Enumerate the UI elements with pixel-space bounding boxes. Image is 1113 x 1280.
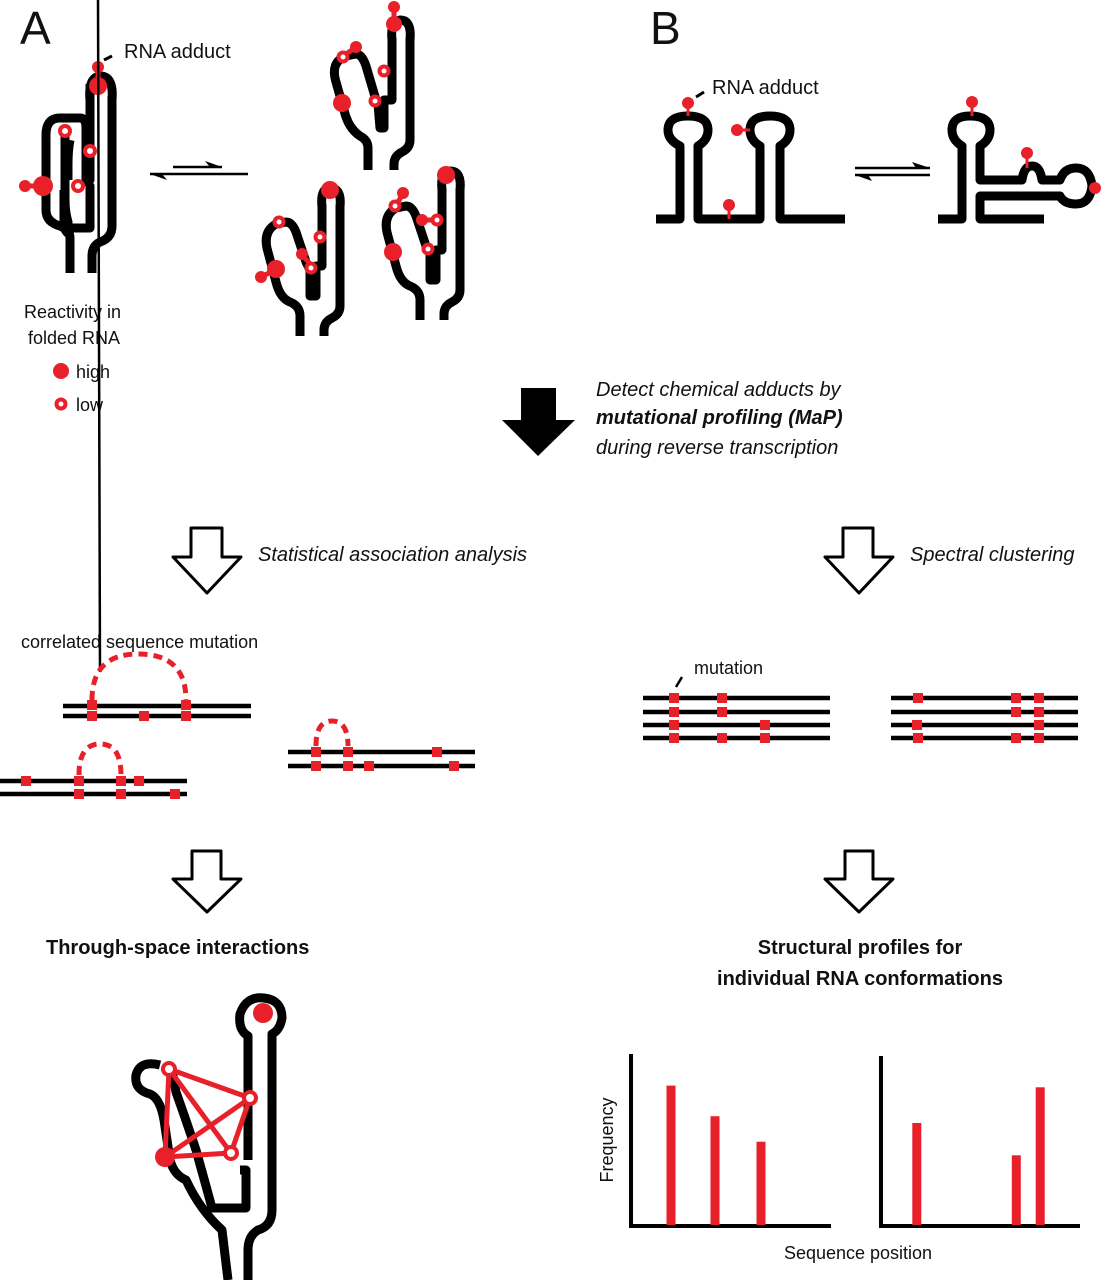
- adduct-dot: [1089, 182, 1101, 194]
- structural-profiles-title-line2: individual RNA conformations: [717, 968, 1003, 990]
- adduct-dot: [966, 96, 978, 108]
- adduct-high-dot: [33, 176, 53, 196]
- adduct-small-dot: [397, 187, 409, 199]
- adducts-a-alt-2: [255, 181, 339, 283]
- legend-low-marker: [54, 397, 68, 411]
- rna-adduct-label-b: RNA adduct: [712, 77, 819, 99]
- chart-1-bar-3: [756, 1141, 766, 1225]
- adduct-low-dot: [336, 50, 350, 64]
- equilibrium-arrows-a: [150, 161, 248, 180]
- read-pair-2: [0, 741, 187, 799]
- adduct-low-dot: [377, 64, 391, 78]
- legend-high-marker: [53, 363, 69, 379]
- adduct-small-dot: [255, 271, 267, 283]
- adducts-a-main: [19, 54, 113, 196]
- legend-title-line1: Reactivity in: [24, 302, 121, 322]
- mapping-step-line3: during reverse transcription: [596, 437, 838, 459]
- adduct-small-dot: [416, 214, 428, 226]
- adduct-high-dot: [267, 260, 285, 278]
- read-pair-1: [63, 651, 251, 721]
- chart-1-bar-1: [666, 1085, 676, 1225]
- statistical-association-label: Statistical association analysis: [258, 544, 527, 566]
- adduct-small-dot: [350, 41, 362, 53]
- adduct-low-dot: [421, 242, 435, 256]
- adduct-low-dot: [388, 199, 402, 213]
- adduct-low-dot: [71, 179, 85, 193]
- legend-title-line2: folded RNA: [28, 328, 120, 348]
- y-axis-label: Frequency: [597, 1097, 617, 1182]
- correlated-mutation-annotation: correlated sequence mutation: [21, 632, 258, 652]
- x-axis-label: Sequence position: [784, 1243, 932, 1263]
- adduct-high-dot: [437, 166, 455, 184]
- interaction-node-high: [155, 1147, 175, 1167]
- adduct-low-dot: [304, 261, 318, 275]
- adduct-high-dot: [253, 1003, 273, 1023]
- adduct-dot: [731, 124, 743, 136]
- interaction-node-low: [242, 1090, 258, 1106]
- adduct-small-dot: [296, 248, 308, 260]
- chart-2-bar-1: [912, 1123, 922, 1225]
- adducts-a-alt-1: [333, 1, 402, 112]
- chart-2-bar-3: [1035, 1087, 1045, 1225]
- interaction-network: [155, 1003, 273, 1167]
- adduct-small-dot: [19, 180, 31, 192]
- legend-low-label: low: [76, 395, 104, 415]
- mapping-step-line2: mutational profiling (MaP): [596, 407, 843, 429]
- read-cluster-1: [643, 693, 830, 743]
- adduct-low-dot: [368, 94, 382, 108]
- read-cluster-2: [891, 693, 1078, 743]
- reactivity-legend: Reactivity in folded RNA high low: [24, 302, 121, 415]
- adducts-b-right: [966, 96, 1101, 194]
- adduct-low-dot: [83, 144, 97, 158]
- adducts-b-left: [682, 90, 750, 219]
- legend-high-label: high: [76, 362, 110, 382]
- adduct-high-dot: [384, 243, 402, 261]
- panel-label-a: A: [20, 2, 51, 54]
- rna-structure-a-main: [41, 71, 117, 273]
- adduct-low-dot: [58, 124, 72, 138]
- adduct-dot: [1021, 147, 1033, 159]
- mutation-annotation: mutation: [694, 658, 763, 678]
- annotation-leader-line: [674, 676, 684, 688]
- adduct-dot: [723, 199, 735, 211]
- open-down-arrow-icon: [823, 526, 895, 595]
- adduct-high-dot: [386, 16, 402, 32]
- rna-structure-b-left: [656, 111, 845, 224]
- adduct-high-dot: [321, 181, 339, 199]
- annotation-leader-line: [96, 0, 102, 673]
- interaction-node-low: [161, 1061, 177, 1077]
- equilibrium-arrows-b: [855, 162, 930, 181]
- read-pair-3: [288, 718, 475, 771]
- adduct-low-dot: [313, 230, 327, 244]
- spectral-clustering-label: Spectral clustering: [910, 544, 1075, 566]
- structural-profiles-title-line1: Structural profiles for: [758, 937, 963, 959]
- solid-down-arrow-icon: [502, 388, 575, 456]
- rna-structure-interactions: [131, 993, 287, 1280]
- open-down-arrow-icon: [171, 526, 243, 595]
- frequency-chart-2: [879, 1056, 1080, 1228]
- open-down-arrow-icon: [823, 849, 895, 914]
- through-space-title: Through-space interactions: [46, 937, 309, 959]
- rna-adduct-label-a: RNA adduct: [124, 41, 231, 63]
- adduct-high-dot: [333, 94, 351, 112]
- chart-1-bar-2: [710, 1116, 720, 1225]
- frequency-chart-1: [629, 1054, 831, 1228]
- mapping-step-line1: Detect chemical adducts by: [596, 379, 842, 401]
- rna-structure-b-right: [938, 111, 1097, 224]
- panel-label-b: B: [650, 2, 681, 54]
- interaction-node-low: [223, 1145, 239, 1161]
- adducts-a-alt-3: [384, 166, 455, 261]
- adduct-dot: [682, 97, 694, 109]
- chart-2-bar-2: [1011, 1155, 1021, 1225]
- open-down-arrow-icon: [171, 849, 243, 914]
- adduct-small-dot: [388, 1, 400, 13]
- adduct-low-dot: [430, 213, 444, 227]
- adduct-low-dot: [272, 215, 286, 229]
